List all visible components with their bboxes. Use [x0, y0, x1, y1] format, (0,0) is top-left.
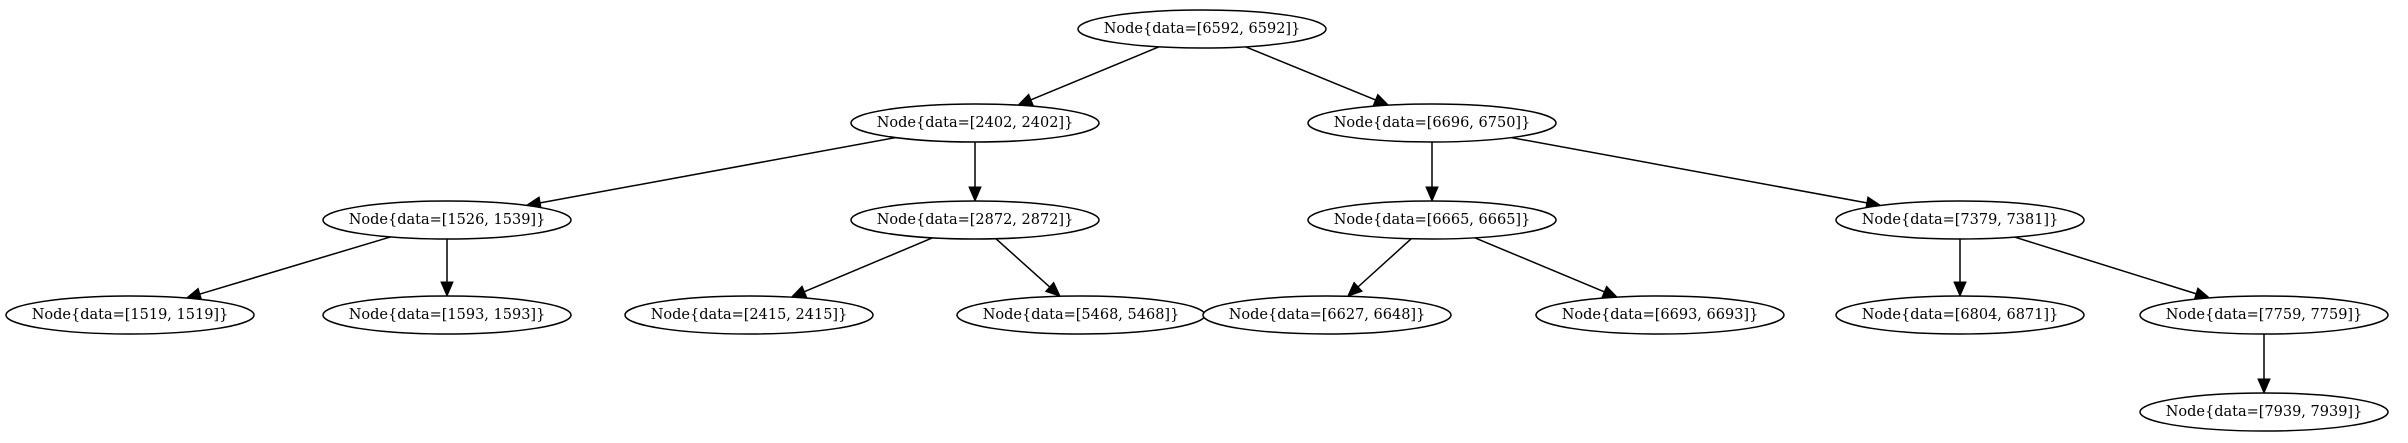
node-ellipse — [1535, 295, 1785, 335]
node-label: Node{data=[2402, 2402]} — [877, 115, 1074, 131]
node-label: Node{data=[6804, 6871]} — [1862, 307, 2059, 323]
tree-node-n1526: Node{data=[1526, 1539]} — [322, 200, 572, 240]
node-ellipse — [1202, 295, 1452, 335]
node-label: Node{data=[6693, 6693]} — [1562, 307, 1759, 323]
edge-n6665-n6693 — [1474, 237, 1619, 298]
edge-n7379-n6804 — [1953, 239, 1967, 298]
node-ellipse — [850, 200, 1100, 240]
node-label: Node{data=[6696, 6750]} — [1334, 115, 1531, 131]
node-ellipse — [322, 295, 572, 335]
edge-n1526-n1593 — [440, 239, 454, 298]
arrowhead-icon — [968, 186, 982, 203]
node-label: Node{data=[1526, 1539]} — [349, 212, 546, 228]
node-label: Node{data=[6592, 6592]} — [1104, 21, 1301, 37]
edge-n7379-n7759 — [2014, 236, 2211, 301]
edge-line — [995, 238, 1051, 288]
edge-n2402-n2872 — [968, 142, 982, 203]
tree-node-n7379: Node{data=[7379, 7381]} — [1835, 200, 2085, 240]
edge-line — [199, 236, 391, 295]
node-label: Node{data=[5468, 5468]} — [983, 307, 1180, 323]
arrowhead-icon — [1425, 186, 1439, 203]
edge-n6665-n6627 — [1346, 238, 1412, 298]
edge-n2402-n1526 — [525, 136, 896, 210]
arrowhead-icon — [1346, 281, 1363, 298]
arrowhead-icon — [1044, 281, 1062, 298]
node-label: Node{data=[6627, 6648]} — [1229, 307, 1426, 323]
node-ellipse — [5, 295, 255, 335]
tree-node-n5468: Node{data=[5468, 5468]} — [956, 295, 1206, 335]
node-label: Node{data=[2415, 2415]} — [651, 307, 848, 323]
arrowhead-icon — [790, 285, 808, 298]
node-ellipse — [322, 200, 572, 240]
edge-n6592-n2402 — [1016, 46, 1160, 106]
edge-n2872-n5468 — [995, 238, 1062, 298]
tree-node-n7759: Node{data=[7759, 7759]} — [2139, 295, 2389, 335]
edge-n6592-n6696 — [1245, 46, 1390, 106]
edge-line — [2014, 236, 2197, 295]
edge-line — [1245, 46, 1376, 101]
nodes-layer: Node{data=[6592, 6592]} Node{data=[2402, … — [5, 9, 2389, 432]
edge-n2872-n2415 — [790, 237, 933, 298]
node-label: Node{data=[7379, 7381]} — [1862, 212, 2059, 228]
node-label: Node{data=[7939, 7939]} — [2166, 404, 2363, 420]
tree-node-n6627: Node{data=[6627, 6648]} — [1202, 295, 1452, 335]
arrowhead-icon — [1372, 93, 1390, 106]
edge-n1526-n1519 — [185, 236, 391, 301]
tree-node-n6696: Node{data=[6696, 6750]} — [1307, 103, 1557, 143]
tree-node-n1593: Node{data=[1593, 1593]} — [322, 295, 572, 335]
tree-node-n6804: Node{data=[6804, 6871]} — [1835, 295, 2085, 335]
tree-node-n6592: Node{data=[6592, 6592]} — [1077, 9, 1327, 49]
arrowhead-icon — [1953, 281, 1967, 298]
node-ellipse — [1307, 200, 1557, 240]
edge-line — [540, 136, 896, 204]
tree-node-n2402: Node{data=[2402, 2402]} — [850, 103, 1100, 143]
tree-node-n6693: Node{data=[6693, 6693]} — [1535, 295, 1785, 335]
arrowhead-icon — [440, 281, 454, 298]
node-label: Node{data=[1519, 1519]} — [32, 307, 229, 323]
node-ellipse — [2139, 295, 2389, 335]
node-label: Node{data=[7759, 7759]} — [2166, 307, 2363, 323]
node-ellipse — [1835, 295, 2085, 335]
node-ellipse — [1835, 200, 2085, 240]
edges-layer — [185, 46, 2271, 395]
tree-node-n2872: Node{data=[2872, 2872]} — [850, 200, 1100, 240]
tree-node-n2415: Node{data=[2415, 2415]} — [624, 295, 874, 335]
arrowhead-icon — [2257, 378, 2271, 395]
edge-n6696-n6665 — [1425, 142, 1439, 203]
tree-node-n1519: Node{data=[1519, 1519]} — [5, 295, 255, 335]
node-label: Node{data=[2872, 2872]} — [877, 212, 1074, 228]
edge-n7759-n7939 — [2257, 334, 2271, 395]
node-label: Node{data=[6665, 6665]} — [1334, 212, 1531, 228]
tree-node-n7939: Node{data=[7939, 7939]} — [2139, 392, 2389, 432]
node-ellipse — [2139, 392, 2389, 432]
edge-line — [1357, 238, 1412, 288]
edge-line — [804, 237, 933, 293]
tree-node-n6665: Node{data=[6665, 6665]} — [1307, 200, 1557, 240]
arrowhead-icon — [1016, 93, 1035, 106]
node-ellipse — [850, 103, 1100, 143]
arrowhead-icon — [1601, 285, 1619, 298]
node-ellipse — [1077, 9, 1327, 49]
edge-line — [1474, 237, 1605, 293]
edge-line — [1511, 136, 1867, 204]
node-label: Node{data=[1593, 1593]} — [349, 307, 546, 323]
edge-line — [1030, 46, 1160, 101]
node-ellipse — [624, 295, 874, 335]
edge-n6696-n7379 — [1511, 136, 1882, 210]
node-ellipse — [1307, 103, 1557, 143]
